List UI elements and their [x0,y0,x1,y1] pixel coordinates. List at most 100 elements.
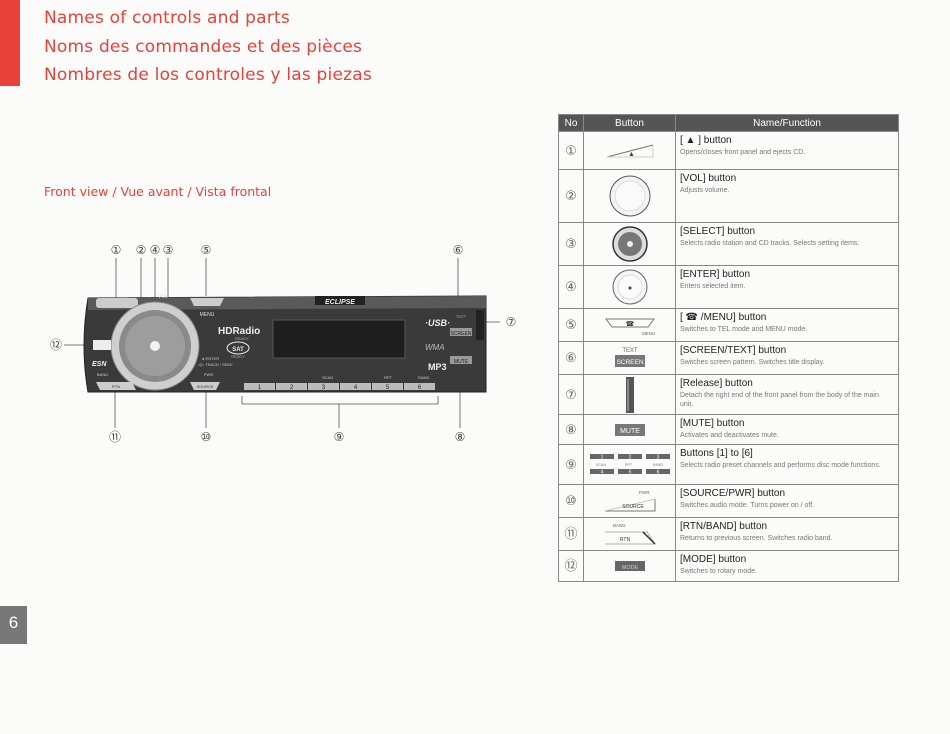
rtn-key[interactable] [96,382,136,390]
callout-5: ⑤ [201,243,212,257]
preset-key-6[interactable] [404,383,435,390]
row-name: [ ☎ /MENU] button [680,312,767,323]
preset-2-label: 2 [628,454,631,460]
row-number: ⑤ [565,317,577,332]
preset-key-label: 5 [386,385,390,391]
svg-text:☎: ☎ [625,320,634,328]
mute-key-text: MUTE [620,428,640,435]
preset-key-5[interactable] [372,383,403,390]
row-name: [VOL] button [680,173,737,184]
row-name: [RTN/BAND] button [680,521,768,532]
preset-key-2[interactable] [276,383,307,390]
row-name: [Release] button [680,378,753,389]
table-header-row: No Button Name/Function [558,114,899,132]
row-name: [MODE] button [680,554,747,565]
sat-sub: READY [231,354,245,359]
row-name: [SCREEN/TEXT] button [680,345,787,356]
preset-1-label: 1 [600,454,603,460]
title-spanish: Nombres de los controles y las piezas [44,65,372,85]
rtn-key-text: RTN [619,537,630,543]
row-desc: Switches to TEL mode and MENU mode. [680,326,808,333]
accent-bar [0,0,20,86]
head-unit-diagram: ① ② ④ ③ ⑤ ⑥ ⑦ ⑫ ⑪ ⑩ ⑨ ⑧ ECLIPSE VOL MENU… [50,243,517,444]
callout-7: ⑦ [506,315,517,329]
page-number: 6 [0,606,27,644]
screen-key-label: SCREEN [451,331,472,337]
rtn-label: RTN [112,384,120,389]
mode-button-icon: MODE [614,561,645,571]
callout-8: ⑧ [455,430,466,444]
row-desc: Activates and deactivates mute. [680,432,779,439]
enter-label: ● ENTER [202,356,219,361]
table-row: ⑨ 1 2 3 SCAN RPT RAND 4 5 6 Buttons [1] … [558,444,899,485]
preset-key-label: 4 [354,385,358,391]
header-name-function: Name/Function [675,114,899,132]
row-desc: Selects radio station and CD tracks. Sel… [680,240,860,247]
header-no: No [558,114,584,132]
preset-buttons-icon: 1 2 3 SCAN RPT RAND 4 5 6 [589,453,670,475]
menu-sub-label: MENU [642,331,655,336]
rpt-label: RPT [384,375,393,380]
release-button-icon [625,376,634,413]
band-sub-label: BAND [613,523,626,528]
hd-radio-sub: READY [235,336,249,341]
menu-label: MENU [200,312,215,318]
row-number: ⑥ [565,350,577,365]
row-number: ⑧ [565,421,577,437]
enter-knob-icon [612,269,647,305]
source-key-text: SOURCE [622,504,644,510]
preset-key-1[interactable] [244,383,275,390]
row-name: Buttons [1] to [6] [680,448,753,459]
header-button: Button [583,114,676,132]
mute-key-label: MUTE [454,359,469,365]
rand-sub-label: RAND [653,463,663,467]
row-desc: Adjusts volume. [680,187,730,194]
row-desc: Switches to rotary mode. [680,568,758,575]
title-french: Noms des commandes et des pièces [44,36,363,57]
mode-key-text: MODE [621,565,638,571]
preset-key-3[interactable] [308,383,339,390]
source-label: SOURCE [196,384,213,389]
track-label: ◁▷ TRACK / SEEK [197,362,233,367]
rand-label: RAND [418,375,429,380]
vol-knob-icon [609,175,650,217]
row-name: [ ▲ ] button [680,135,732,146]
preset-5-label: 5 [628,469,631,475]
row-desc: Switches audio mode. Turns power on / of… [680,502,815,509]
text-sub-label: TEXT [622,348,638,354]
eject-button-icon: ▲ [606,144,653,158]
preset-key-4[interactable] [340,383,371,390]
menu-button-icon: ☎ MENU [604,318,655,336]
title-english: Names of controls and parts [44,8,290,28]
esn-logo: ESN [92,361,107,368]
row-number: ② [565,188,577,203]
screen-key[interactable] [450,328,472,336]
rtn-button-icon: BAND RTN [604,523,656,545]
svg-text:▲: ▲ [628,151,635,158]
controls-table: No Button Name/Function ① ▲ [ ▲ ] button… [558,114,899,582]
preset-4-label: 4 [600,469,603,475]
mp3-logo: MP3 [428,362,447,372]
mute-key[interactable] [450,356,472,364]
preset-key-label: 1 [258,385,262,391]
row-name: [SELECT] button [680,226,756,237]
brand-logo: ECLIPSE [325,299,355,306]
preset-6-label: 6 [656,469,659,475]
eject-key[interactable] [96,298,138,308]
row-name: [SOURCE/PWR] button [680,488,786,499]
callout-1: ① [111,243,122,257]
row-desc: Returns to previous screen. Switches rad… [680,535,833,542]
menu-key[interactable] [190,298,224,306]
callout-10: ⑩ [201,430,212,444]
source-key[interactable] [190,382,220,390]
mode-key[interactable] [93,340,111,350]
